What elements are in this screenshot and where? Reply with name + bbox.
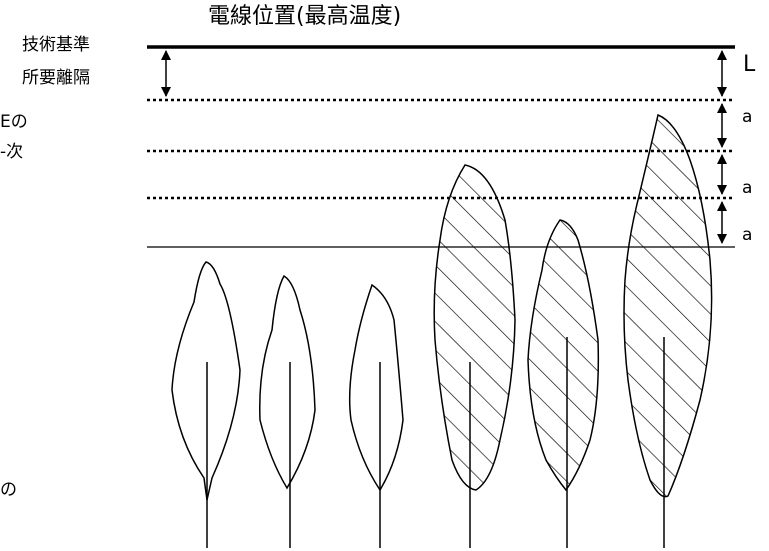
cut-off-text-1: Eの	[0, 112, 28, 132]
tree-1	[171, 261, 241, 548]
left-label-line2: 所要離隔	[22, 68, 90, 88]
label-a-2: a	[742, 178, 753, 198]
tree-5	[527, 219, 600, 548]
diagram-title: 電線位置(最高温度)	[208, 4, 402, 29]
tree-6	[623, 113, 713, 548]
tree-3	[348, 283, 404, 548]
tree-2	[259, 274, 316, 548]
label-a-3: a	[742, 225, 753, 245]
cut-off-text-3: の	[0, 480, 17, 500]
label-a-1: a	[742, 107, 753, 127]
label-L: L	[743, 52, 756, 77]
tree-4	[433, 164, 516, 548]
left-label-line1: 技術基準	[22, 35, 90, 55]
cut-off-text-2: -次	[0, 142, 24, 162]
